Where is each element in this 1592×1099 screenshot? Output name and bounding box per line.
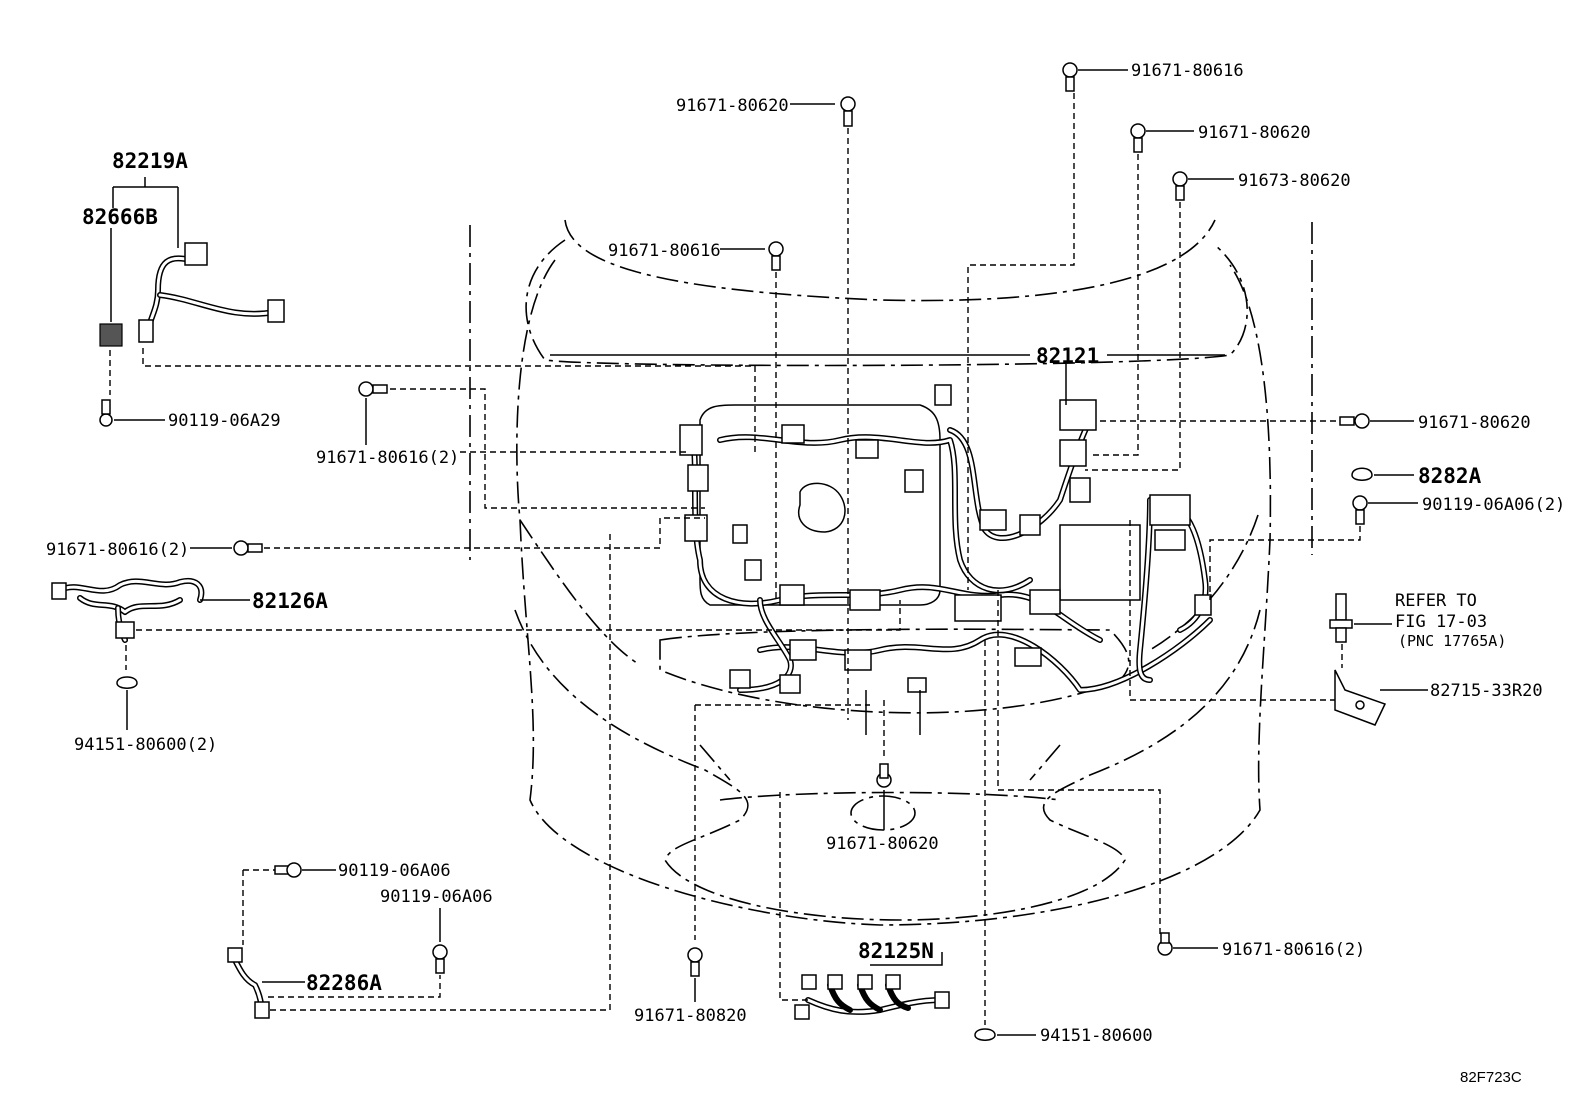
label-91671-80620-right-top: 91671-80620 (1198, 123, 1311, 143)
label-8282A: 8282A (1418, 464, 1482, 488)
refer-to-line3: (PNC 17765A) (1398, 632, 1506, 650)
harness-82286A-group (227, 530, 611, 1019)
label-90119-06A06-b: 90119-06A06 (380, 887, 493, 907)
left-mid-bolts-group (190, 381, 705, 556)
engine-wire-harness-82121 (679, 384, 1213, 694)
label-82126A: 82126A (252, 589, 328, 613)
refer-to-line1: REFER TO (1395, 591, 1477, 611)
right-side-parts-group (1100, 413, 1428, 726)
label-91671-80620-top: 91671-80620 (676, 96, 789, 116)
label-91671-80620-right: 91671-80620 (1418, 413, 1531, 433)
label-94151-80600-2: 94151-80600(2) (74, 735, 217, 755)
label-82715-33R20: 82715-33R20 (1430, 681, 1543, 701)
label-91671-80616-mid: 91671-80616 (608, 241, 721, 261)
label-91673-80620: 91673-80620 (1238, 171, 1351, 191)
bottom-center-parts-group (687, 590, 1218, 1041)
label-82666B: 82666B (82, 205, 158, 229)
label-82286A: 82286A (306, 971, 382, 995)
label-91671-80820: 91671-80820 (634, 1006, 747, 1026)
vehicle-body-outline (469, 219, 1313, 926)
label-82121: 82121 (1036, 344, 1099, 368)
engine-compartment-block (699, 404, 1141, 606)
part-labels: 82219A 82666B 90119-06A29 91671-80620 91… (46, 61, 1565, 1086)
top-bolts-group (550, 62, 1234, 720)
refer-to-line2: FIG 17-03 (1395, 612, 1487, 632)
harness-82126A-group (51, 578, 901, 730)
figure-code: 82F723C (1460, 1069, 1522, 1086)
label-91671-80616-2-left: 91671-80616(2) (316, 448, 459, 468)
label-90119-06A06-a: 90119-06A06 (338, 861, 451, 881)
label-91671-80616-top: 91671-80616 (1131, 61, 1244, 81)
label-90119-06A06-2: 90119-06A06(2) (1422, 495, 1565, 515)
label-94151-80600: 94151-80600 (1040, 1026, 1153, 1046)
harness-82219A-group (99, 177, 756, 455)
label-82219A: 82219A (112, 149, 188, 173)
label-90119-06A29: 90119-06A29 (168, 411, 281, 431)
label-82125N: 82125N (858, 939, 934, 963)
label-91671-80616-2-bottom-right: 91671-80616(2) (1222, 940, 1365, 960)
label-91671-80616-2-far-left: 91671-80616(2) (46, 540, 189, 560)
label-91671-80620-bottom: 91671-80620 (826, 834, 939, 854)
